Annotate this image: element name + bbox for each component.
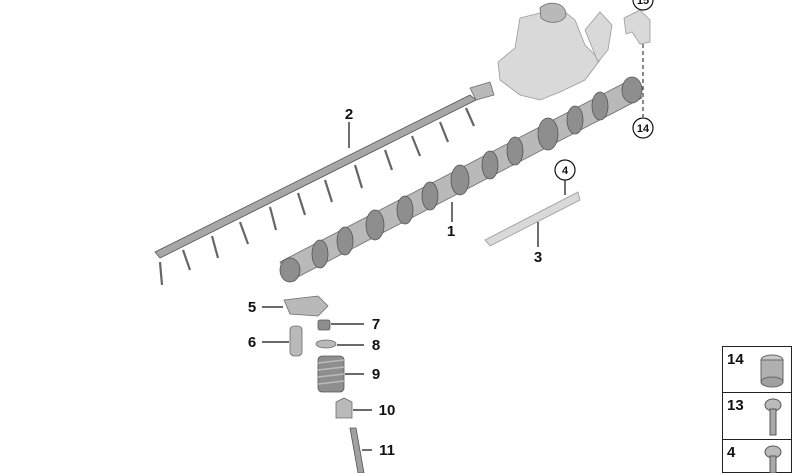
legend-item-sleeve: 14 — [722, 346, 792, 393]
injector-rail — [154, 81, 495, 286]
legend-number: 13 — [727, 397, 744, 414]
legend-number: 4 — [727, 444, 736, 461]
label-4: 4 — [562, 165, 569, 177]
bearing-cap — [623, 9, 651, 45]
valve — [349, 427, 365, 473]
sleeve-icon — [760, 354, 784, 388]
label-5: 5 — [248, 299, 256, 316]
label-10: 10 — [379, 402, 396, 419]
label-2: 2 — [345, 106, 353, 123]
legend-item-bolt-13: 13 — [722, 393, 792, 440]
label-11: 11 — [379, 442, 395, 459]
spring-retainer — [315, 339, 337, 349]
bolt-icon — [764, 398, 782, 436]
valve-keeper — [317, 319, 331, 331]
rocker-arm — [283, 295, 329, 317]
camshaft — [279, 76, 643, 283]
legend-item-bolt-4: 4 — [722, 440, 792, 473]
label-15: 15 — [637, 0, 649, 7]
hydraulic-lifter — [289, 325, 303, 357]
bolt-icon — [764, 445, 782, 473]
label-8: 8 — [372, 337, 380, 354]
valve-stem-seal — [335, 397, 353, 419]
label-3: 3 — [534, 249, 542, 266]
sensor-bracket — [484, 191, 581, 247]
legend-number: 14 — [727, 351, 744, 368]
callout-circle-14 — [632, 117, 654, 139]
callout-circle-15 — [632, 0, 654, 11]
camshaft-bearing-bracket — [497, 2, 613, 101]
valve-spring — [317, 355, 345, 393]
label-14: 14 — [637, 123, 650, 135]
label-9: 9 — [372, 366, 380, 383]
label-1: 1 — [447, 223, 455, 240]
label-6: 6 — [248, 334, 256, 351]
label-7: 7 — [372, 316, 380, 333]
